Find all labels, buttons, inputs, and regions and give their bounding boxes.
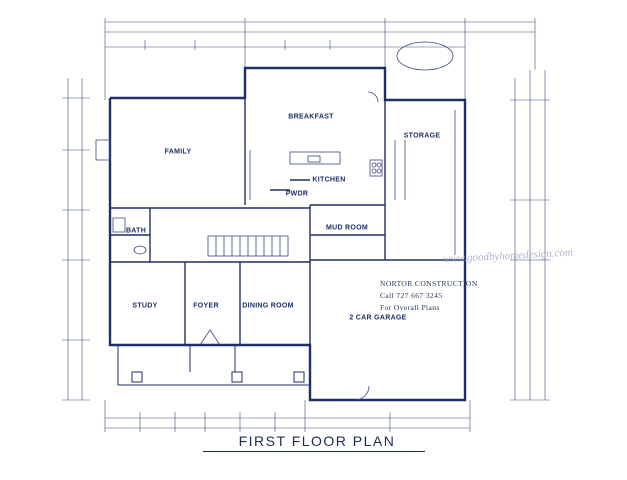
company-name: NORTOR CONSTRUCTION xyxy=(380,279,478,288)
dimension-lines xyxy=(62,18,550,432)
interior-walls xyxy=(110,98,465,345)
room-label-garage: 2 CAR GARAGE xyxy=(349,314,407,322)
company-note: For Overall Plans xyxy=(380,303,440,312)
fixtures xyxy=(95,41,456,401)
room-label-storage: STORAGE xyxy=(403,132,441,140)
room-label-pwdr: PWDR xyxy=(285,190,309,198)
room-label-bath: BATH xyxy=(125,227,147,235)
staircase xyxy=(207,235,289,257)
room-label-study: STUDY xyxy=(132,302,158,310)
room-label-kitchen: KITCHEN xyxy=(312,176,346,184)
front-porch xyxy=(117,344,311,386)
plan-title: FIRST FLOOR PLAN xyxy=(238,433,396,449)
company-phone: Call 727 667 3245 xyxy=(380,291,443,300)
room-label-mud-room: MUD ROOM xyxy=(325,224,369,232)
room-label-foyer: FOYER xyxy=(193,302,219,310)
company-info: NORTOR CONSTRUCTION Call 727 667 3245 Fo… xyxy=(380,278,478,314)
title-underline xyxy=(203,451,425,452)
room-label-dining-room: DINING ROOM xyxy=(242,302,294,310)
room-label-breakfast: BREAKFAST xyxy=(288,113,334,121)
room-label-family: FAMILY xyxy=(164,148,192,156)
